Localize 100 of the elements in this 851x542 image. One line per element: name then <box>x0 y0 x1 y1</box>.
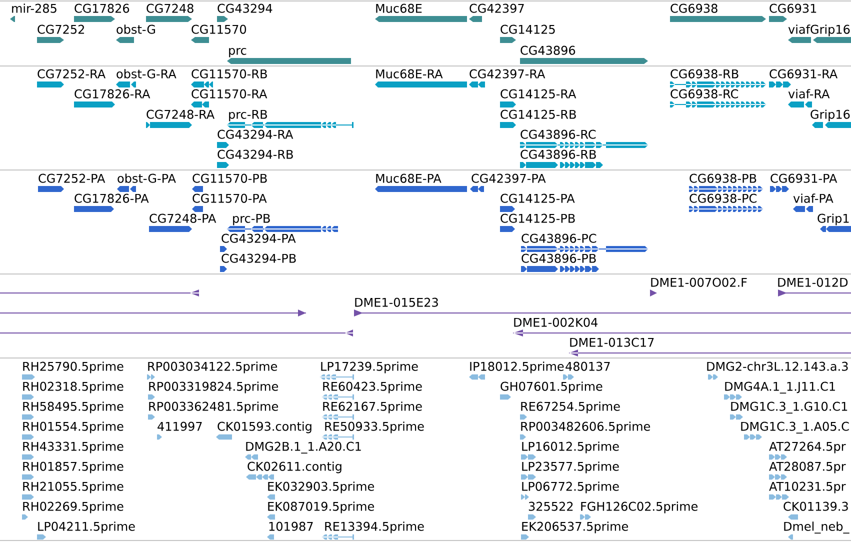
feature-label: AT27264.5pr <box>769 442 846 454</box>
feature-label: AT10231.5pr <box>769 482 846 494</box>
feature-label: CG17826-RA <box>74 89 150 98</box>
feature-label: CG43294-RB <box>218 150 293 159</box>
feature-label: CG43294-PB <box>222 254 296 263</box>
feature-label: CG42397 <box>470 4 524 13</box>
feature-label: RE67254.5prime <box>521 402 620 414</box>
feature-label: EK032903.5prime <box>268 482 374 494</box>
feature-label: RE60423.5prime <box>323 382 422 394</box>
feature-label: CG43896 <box>520 46 576 55</box>
feature-label: 101987 <box>269 522 313 531</box>
feature-label: Grip16 <box>810 110 850 122</box>
feature-label: DME1-002K04 <box>514 318 598 327</box>
feature-label: LP06772.5prime <box>522 482 619 494</box>
feature-label: RH21055.5prime <box>23 482 124 494</box>
feature-label: DMG1C.3_1.A05.C <box>741 422 849 434</box>
feature-label: viaf-RA <box>788 89 830 98</box>
feature-label: DME1-015E23 <box>355 298 438 307</box>
feature-label: RH01857.5prime <box>23 462 124 474</box>
feature-label: RH01554.5prime <box>23 422 124 434</box>
feature-label: CG7248 <box>146 4 194 13</box>
feature-label: CG6938-RC <box>670 89 738 98</box>
feature-label: CG43896-PC <box>522 234 596 243</box>
feature-label: CG14125-RB <box>500 110 576 119</box>
feature-label: RP003482606.5prime <box>521 422 650 434</box>
feature-label: CG6931-PA <box>770 174 838 183</box>
feature-label: 411997 <box>158 422 202 431</box>
feature-label: CG42397-RA <box>470 69 546 78</box>
feature-label: LP16012.5prime <box>522 442 619 454</box>
feature-label: RP003319824.5prime <box>149 382 278 394</box>
feature-label: viaf-PA <box>793 194 834 203</box>
feature-label: FGH126C02.5prime <box>581 502 698 514</box>
feature-label: DME1-013C17 <box>570 338 654 347</box>
feature-label: DME1-007O02.F <box>651 278 747 287</box>
feature-label: CG6938-RB <box>670 69 738 78</box>
feature-label: Muc68E-RA <box>376 69 443 78</box>
feature-label: CG7252-PA <box>38 174 106 183</box>
feature-label: CG11570-PA <box>192 194 267 203</box>
feature-label: DMG2B.1_1.A20.C1 <box>246 442 361 454</box>
feature-label: CG6931 <box>770 4 816 13</box>
feature-label: CG42397-PA <box>472 174 546 183</box>
feature-label: Muc68E <box>376 4 422 13</box>
feature-label: RH02318.5prime <box>23 382 124 394</box>
feature-label: CG6938 <box>670 4 718 13</box>
feature-label: CG11570-RA <box>192 89 268 98</box>
feature-label: RE50933.5prime <box>325 422 424 434</box>
feature-label: CG11570-RB <box>192 69 267 78</box>
feature-label: CG14125-RA <box>500 89 576 98</box>
feature-label: Dmel_neb_ <box>784 522 850 534</box>
feature-label: GH07601.5prime <box>500 382 602 394</box>
feature-label: Muc68E-PA <box>376 174 442 183</box>
feature-label: CG7248-RA <box>146 110 214 119</box>
feature-label: CG11570-PB <box>192 174 267 183</box>
feature-label: CG14125 <box>500 24 555 34</box>
feature-label: CG17826 <box>74 4 130 13</box>
feature-label: mir-285 <box>12 4 56 13</box>
feature-label: 480137 <box>566 362 610 371</box>
feature-label: DMG1C.3_1.G10.C1 <box>731 402 848 414</box>
feature-label: CK02611.contig <box>248 462 342 474</box>
feature-label: LP23577.5prime <box>522 462 619 474</box>
feature-label: LP04211.5prime <box>38 522 135 534</box>
feature-label: CG43294-PA <box>222 234 296 243</box>
feature-label: CG6938-PC <box>690 194 756 203</box>
feature-label: obst-G-RA <box>116 69 176 78</box>
feature-label: CK01593.contig <box>218 422 312 434</box>
feature-label: RP003034122.5prime <box>148 362 278 374</box>
feature-label: Grip16 <box>810 24 850 36</box>
feature-label: RP003362481.5prime <box>149 402 278 414</box>
feature-label: CG43294 <box>218 4 272 13</box>
feature-label: CG43294-RA <box>218 130 294 139</box>
feature-label: obst-G <box>116 24 155 34</box>
feature-label: RH43331.5prime <box>23 442 124 454</box>
feature-label: CG43896-RB <box>520 150 596 159</box>
feature-label: EK206537.5prime <box>522 522 628 534</box>
feature-label: prc-PB <box>233 214 270 226</box>
feature-label: RE62167.5prime <box>323 402 422 414</box>
feature-label: CG11570 <box>192 24 246 34</box>
feature-label: IP18012.5prime <box>470 362 564 374</box>
feature-label: 325522 <box>528 502 573 511</box>
feature-label: prc-RB <box>229 110 267 122</box>
feature-label: CG14125-PA <box>500 194 575 203</box>
feature-label: RH02269.5prime <box>23 502 124 514</box>
feature-label: CG6931-RA <box>770 69 838 78</box>
feature-label: CG6938-PB <box>690 174 756 183</box>
feature-label: RE13394.5prime <box>325 522 424 534</box>
feature-label: DMG4A.1_1.J11.C1 <box>725 382 835 394</box>
feature-label: Grip1 <box>818 214 849 226</box>
feature-label: DMG2-chr3L.12.143.a.3 <box>707 362 848 371</box>
feature-label: obst-G-PA <box>118 174 176 183</box>
feature-label: RH58495.5prime <box>23 402 124 414</box>
feature-label: CG43896-RC <box>520 130 596 139</box>
feature-label: RH25790.5prime <box>23 362 124 374</box>
feature-label: viaf <box>788 24 810 34</box>
feature-label: CK01139.3 <box>784 502 848 511</box>
feature-label: EK087019.5prime <box>268 502 374 514</box>
feature-label: CG7252-RA <box>38 69 106 78</box>
feature-label: CG7252 <box>38 24 84 34</box>
feature-label: CG14125-PB <box>500 214 575 223</box>
feature-label: CG7248-PA <box>150 214 216 223</box>
feature-label: DME1-012D <box>778 278 848 287</box>
